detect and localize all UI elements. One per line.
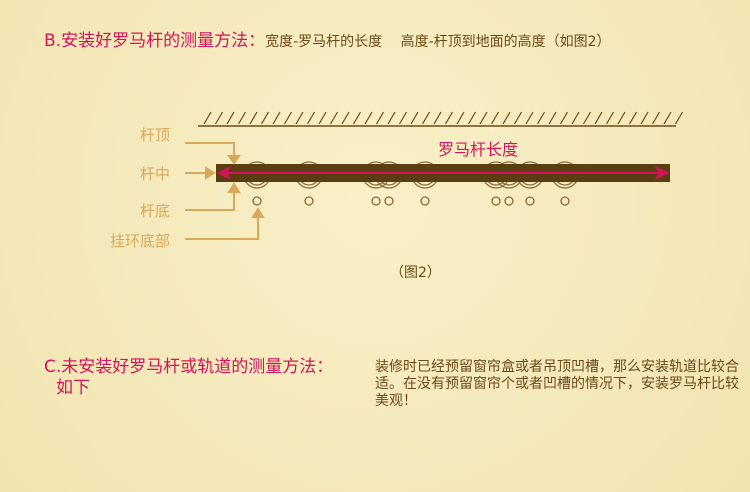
hatch-mark	[329, 111, 339, 125]
section-c-title-line1: C.未安装好罗马杆或轨道的测量方法：	[44, 357, 334, 377]
hatch-mark	[237, 111, 247, 125]
hatch-mark	[502, 111, 511, 125]
hatch-mark	[272, 111, 281, 125]
hatch-mark	[444, 111, 454, 125]
hatch-mark	[617, 111, 626, 125]
section-c-title: C.未安装好罗马杆或轨道的测量方法：如下	[44, 357, 333, 399]
hatch-mark	[628, 111, 638, 125]
hatch-mark	[249, 111, 258, 125]
hatch-mark	[640, 111, 649, 125]
hatch-mark	[456, 111, 465, 125]
hatch-mark	[398, 111, 408, 125]
section-b-title: B.安装好罗马杆的测量方法：	[44, 31, 266, 51]
hatch-mark	[295, 111, 304, 125]
section-c-desc: 装修时已经预留窗帘盒或者吊顶凹槽，那么安装轨道比较合适。在没有预留窗帘个或者凹槽…	[375, 359, 739, 409]
ceiling-hatch	[203, 111, 684, 125]
hatch-mark	[513, 111, 523, 125]
hatch-mark	[341, 111, 350, 125]
hatch-mark	[433, 111, 442, 125]
hatch-mark	[260, 111, 270, 125]
hatch-mark	[387, 111, 396, 125]
hatch-mark	[226, 111, 235, 125]
rod-diagram	[185, 111, 684, 240]
section-b-desc: 宽度-罗马杆的长度 高度-杆顶到地面的高度（如图2）	[265, 34, 611, 50]
hatch-mark	[559, 111, 569, 125]
hatch-mark	[525, 111, 534, 125]
label-rod-top: 杆顶	[140, 126, 171, 144]
hatch-mark	[352, 111, 362, 125]
section-c-title-line2: 如下	[56, 378, 90, 398]
hatch-mark	[594, 111, 603, 125]
label-rod-middle: 杆中	[140, 165, 171, 183]
hatch-mark	[203, 111, 212, 125]
hatch-mark	[410, 111, 419, 125]
hatch-mark	[490, 111, 500, 125]
hatch-mark	[651, 111, 661, 125]
hatch-mark	[283, 111, 293, 125]
hatch-mark	[605, 111, 615, 125]
hatch-mark	[375, 111, 385, 125]
label-ring-bottom: 挂环底部	[110, 232, 171, 250]
hatch-mark	[318, 111, 327, 125]
hatch-mark	[479, 111, 488, 125]
hatch-mark	[663, 111, 672, 125]
hatch-mark	[674, 111, 684, 125]
label-rod-bottom: 杆底	[140, 202, 171, 220]
hatch-mark	[536, 111, 546, 125]
label-arrows	[185, 142, 265, 240]
hatch-mark	[214, 111, 224, 125]
hatch-mark	[364, 111, 373, 125]
section-b-heading: B.安装好罗马杆的测量方法：宽度-罗马杆的长度 高度-杆顶到地面的高度（如图2）	[44, 26, 611, 51]
hatch-mark	[571, 111, 580, 125]
hatch-mark	[467, 111, 477, 125]
rod-length-label: 罗马杆长度	[438, 140, 519, 159]
hatch-mark	[582, 111, 592, 125]
length-arrow	[216, 165, 670, 181]
hatch-mark	[306, 111, 316, 125]
figure-caption: （图2）	[390, 265, 441, 281]
hatch-mark	[548, 111, 557, 125]
hatch-mark	[421, 111, 431, 125]
